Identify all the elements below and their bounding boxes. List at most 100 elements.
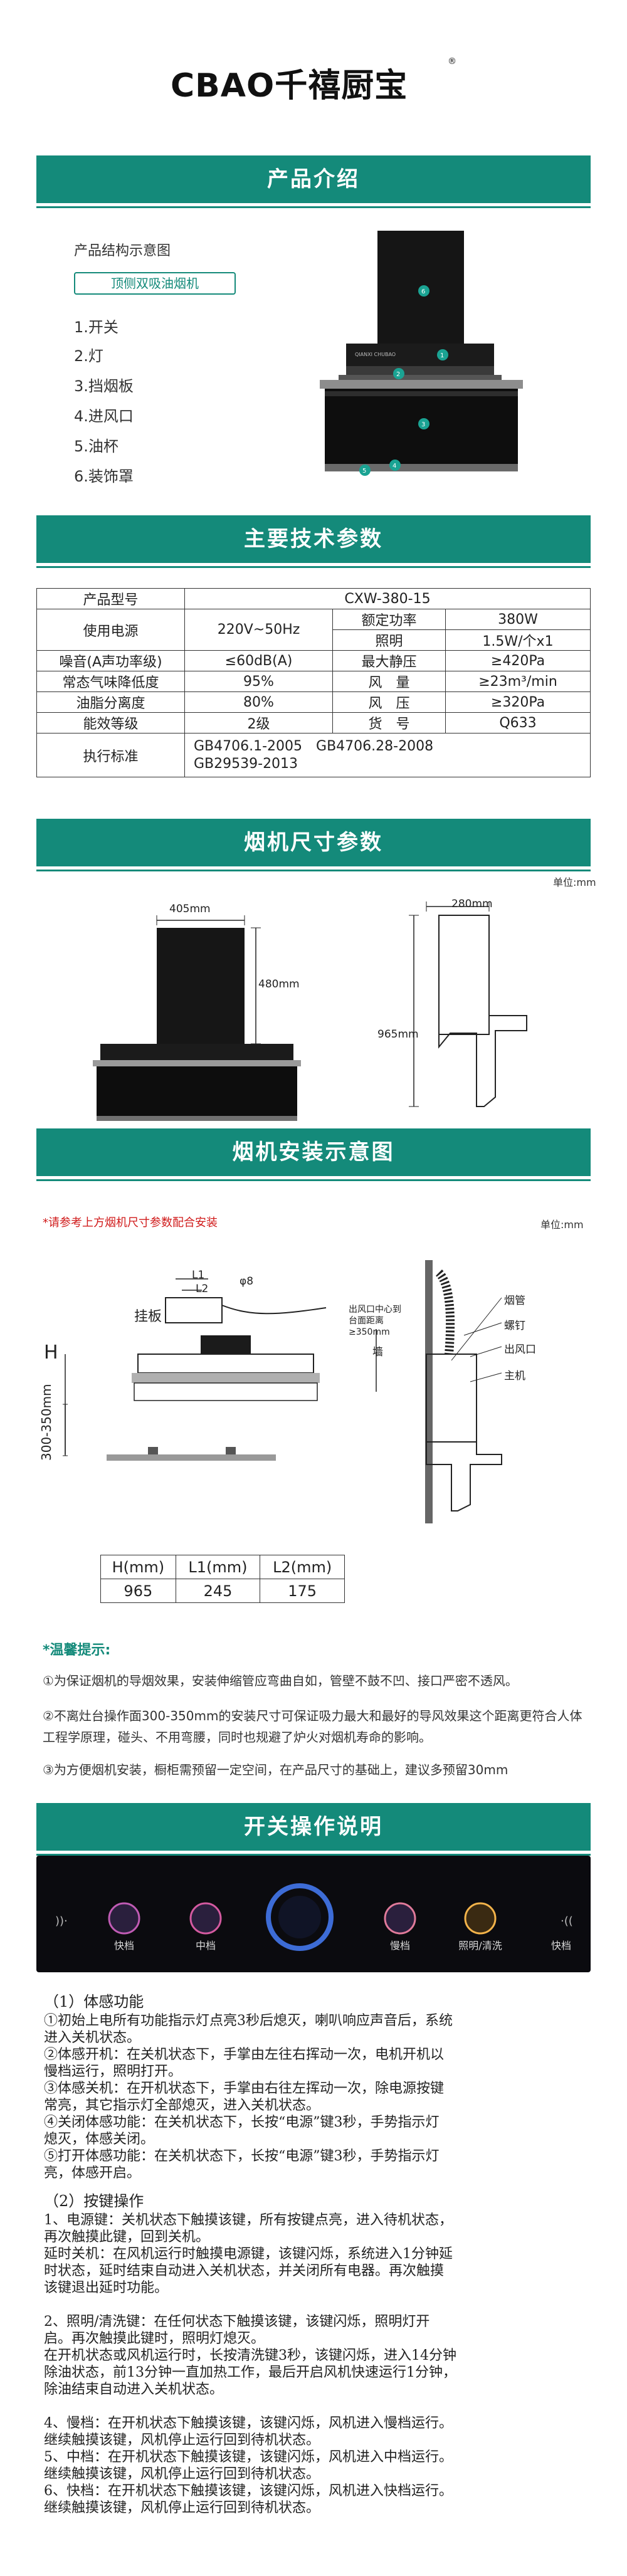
install-value: 245 xyxy=(175,1579,261,1603)
spec-value: Q633 xyxy=(445,712,591,733)
svg-text:·((: ·(( xyxy=(561,1915,573,1928)
spec-label: 常态气味降低度 xyxy=(36,671,185,692)
panel-label-fast: 快档 xyxy=(113,1940,134,1952)
spec-label: 风 量 xyxy=(332,671,446,692)
table-row: 执行标准 GB4706.1-2005 GB4706.28-2008 GB2953… xyxy=(36,733,591,777)
hood-marker-2: 2 xyxy=(396,371,400,378)
install-warning: *请参考上方烟机尺寸参数配合安装 xyxy=(43,1216,218,1229)
section-underline xyxy=(36,566,591,568)
diagram-title: 产品结构示意图 xyxy=(74,243,171,259)
standard-line: GB29539-2013 xyxy=(194,755,298,772)
part-item-light: 2.灯 xyxy=(74,347,103,365)
op-button-line: 在开机状态或风机运行时，长按清洗键3秒，该键闪烁，进入14分钟 xyxy=(44,2348,456,2363)
control-panel: ))· ·(( 快档 中档 慢档 照明/清洗 快档 xyxy=(36,1856,591,1972)
op-button-line: 除油结束自动进入关机状态。 xyxy=(44,2382,224,2397)
op-body-line: 亮，体感开启。 xyxy=(44,2165,141,2181)
spec-value: ≥320Pa xyxy=(445,691,591,713)
op-button-line: 4、慢档：在开机状态下触摸该键，该键闪烁，风机进入慢档运行。 xyxy=(44,2416,453,2431)
range-hood-illustration: QIANXI CHUBAO 6 1 2 3 4 5 xyxy=(320,231,523,476)
label-l1: L1 xyxy=(192,1269,205,1281)
section-title-specs: 主要技术参数 xyxy=(244,527,383,552)
op-button-line: 再次触摸此键，回到关机。 xyxy=(44,2229,210,2245)
spec-label: 照明 xyxy=(332,629,446,651)
panel-brand-text: QIANXI CHUBAO xyxy=(355,352,396,357)
section-header-switch: 开关操作说明 xyxy=(36,1803,591,1856)
dim-width-top: 405mm xyxy=(169,903,211,915)
spec-label: 产品型号 xyxy=(36,588,185,609)
op-body-line: ⑤打开体感功能：在关机状态下，长按“电源”键3秒，手势指示灯 xyxy=(44,2148,440,2164)
install-value: 175 xyxy=(260,1579,345,1603)
spec-label: 风 压 xyxy=(332,691,446,713)
model-tag: 顶侧双吸油烟机 xyxy=(74,272,236,295)
part-item-baffle: 3.挡烟板 xyxy=(74,377,134,395)
spec-table: 产品型号 CXW-380-15 使用电源 220V~50Hz 额定功率 380W… xyxy=(36,588,591,777)
label-duct: 烟管 xyxy=(504,1295,525,1307)
op-body-line: ④关闭体感功能：在关机状态下，长按“电源”键3秒，手势指示灯 xyxy=(44,2115,440,2130)
label-screw: 螺钉 xyxy=(504,1320,525,1332)
install-header: L1(mm) xyxy=(175,1555,261,1579)
op-body-line: 进入关机状态。 xyxy=(44,2030,141,2046)
table-row: 油脂分离度 80% 风 压 ≥320Pa xyxy=(36,691,591,713)
install-table: H(mm) L1(mm) L2(mm) 965 245 175 xyxy=(100,1555,345,1603)
section-underline xyxy=(36,206,591,208)
label-l2: L2 xyxy=(196,1283,209,1295)
op-body-line: ③体感关机：在开机状态下，手掌由右往左挥动一次，除电源按键 xyxy=(44,2081,445,2096)
install-header: H(mm) xyxy=(100,1555,176,1579)
section-title-switch: 开关操作说明 xyxy=(244,1814,383,1839)
op-button-line: 2、照明/清洗键：在任何状态下触摸该键，该键闪烁，照明灯开 xyxy=(44,2314,430,2330)
unit-label: 单位:mm xyxy=(540,1219,584,1231)
section-title-install: 烟机安装示意图 xyxy=(232,1140,395,1165)
table-row: 产品型号 CXW-380-15 xyxy=(36,588,591,609)
op-button-title: （2）按键操作 xyxy=(44,2192,144,2210)
spec-value: 95% xyxy=(184,671,333,692)
spec-value: ≥420Pa xyxy=(445,650,591,671)
tips-title: *温馨提示: xyxy=(43,1643,111,1658)
section-underline xyxy=(36,1179,591,1181)
part-item-switch: 1.开关 xyxy=(74,318,119,336)
part-item-air-inlet: 4.进风口 xyxy=(74,407,134,425)
panel-label-slow: 慢档 xyxy=(389,1940,410,1952)
dim-height-total: 965mm xyxy=(377,1028,419,1041)
label-wall: 墙 xyxy=(372,1346,383,1359)
section-header-specs: 主要技术参数 xyxy=(36,515,591,568)
section-header-dimensions: 烟机尺寸参数 xyxy=(36,819,591,871)
op-body-title: （1）体感功能 xyxy=(44,1993,144,2011)
hood-marker-6: 6 xyxy=(421,288,425,295)
spec-label: 噪音(A声功率级) xyxy=(36,650,185,671)
hood-marker-4: 4 xyxy=(393,463,396,470)
svg-text:))·: ))· xyxy=(55,1915,68,1928)
spec-value: CXW-380-15 xyxy=(184,588,591,609)
label-h: H xyxy=(44,1342,58,1364)
op-button-line: 延时关机：在风机运行时触摸电源键，该键闪烁，系统进入1分钟延 xyxy=(44,2246,453,2262)
op-button-line: 1、电源键：关机状态下触摸该键，所有按键点亮，进入待机状态， xyxy=(44,2212,453,2228)
op-button-line: 继续触摸该键，风机停止运行回到待机状态。 xyxy=(44,2466,320,2482)
op-button-line: 继续触摸该键，风机停止运行回到待机状态。 xyxy=(44,2500,320,2516)
op-body-line: 熄灭，体感关闭。 xyxy=(44,2132,155,2147)
table-row: 噪音(A声功率级) ≤60dB(A) 最大静压 ≥420Pa xyxy=(36,650,591,671)
panel-label-medium: 中档 xyxy=(195,1940,216,1952)
unit-label: 单位:mm xyxy=(553,876,596,888)
op-body-line: 常亮，其它指示灯全部熄灭，进入关机状态。 xyxy=(44,2098,320,2113)
section-title-intro: 产品介绍 xyxy=(267,167,360,192)
hood-marker-3: 3 xyxy=(421,421,425,428)
tip-item: ①为保证烟机的导烟效果，安装伸缩管应弯曲自如，管壁不鼓不凹、接口严密不透风。 xyxy=(43,1673,518,1688)
spec-label: 额定功率 xyxy=(332,609,446,630)
registered-mark: ® xyxy=(448,56,456,66)
section-header-intro: 产品介绍 xyxy=(36,155,591,208)
part-item-oil-cup: 5.油杯 xyxy=(74,438,119,455)
table-row: 常态气味降低度 95% 风 量 ≥23m³/min xyxy=(36,671,591,692)
op-button-line: 启。再次触摸此键时，照明灯熄灭。 xyxy=(44,2331,265,2347)
op-button-line: 除油状态，前13分钟一直加热工作，最后开启风机快速运行1分钟， xyxy=(44,2365,456,2380)
op-button-line: 该键退出延时功能。 xyxy=(44,2280,169,2296)
op-body-line: 慢档运行，照明打开。 xyxy=(44,2064,182,2079)
panel-label-light-clean: 照明/清洗 xyxy=(458,1940,502,1952)
label-hang-board: 挂板 xyxy=(134,1309,162,1325)
op-button-line: 继续触摸该键，风机停止运行回到待机状态。 xyxy=(44,2432,320,2448)
table-row: 使用电源 220V~50Hz 额定功率 380W xyxy=(36,609,591,651)
dimension-drawing xyxy=(92,902,527,1141)
label-main-unit: 主机 xyxy=(504,1370,525,1382)
label-side-distance: 出风口中心到台面距离≥350mm xyxy=(349,1305,401,1337)
install-value: 965 xyxy=(100,1579,176,1603)
hood-marker-1: 1 xyxy=(440,352,444,359)
